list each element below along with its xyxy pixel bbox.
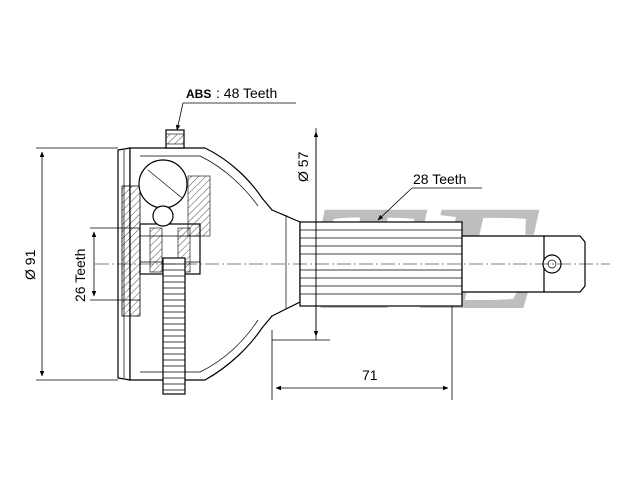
- outer-diameter-label: Ø 91: [22, 249, 38, 280]
- shaft-diameter-label: Ø 57: [295, 151, 311, 182]
- ball-lower: [152, 205, 174, 227]
- dim-shaft-length: 71: [271, 306, 453, 400]
- dim-inner-spline: 26 Teeth: [72, 227, 140, 302]
- outer-spline-label: 28 Teeth: [413, 171, 466, 187]
- abs-ring: [162, 129, 186, 395]
- outer-spline-callout: 28 Teeth: [377, 171, 482, 221]
- abs-teeth-label: : 48 Teeth: [216, 85, 277, 101]
- abs-callout: ABS : 48 Teeth: [175, 85, 296, 131]
- shaft-length-label: 71: [362, 367, 378, 383]
- inner-spline-label: 26 Teeth: [72, 249, 88, 302]
- dim-outer-diameter: Ø 91: [22, 147, 118, 381]
- abs-label: ABS: [186, 87, 211, 101]
- ball-upper: [138, 159, 188, 209]
- inner-race: [121, 159, 211, 317]
- dim-shaft-diameter: Ø 57: [272, 128, 330, 341]
